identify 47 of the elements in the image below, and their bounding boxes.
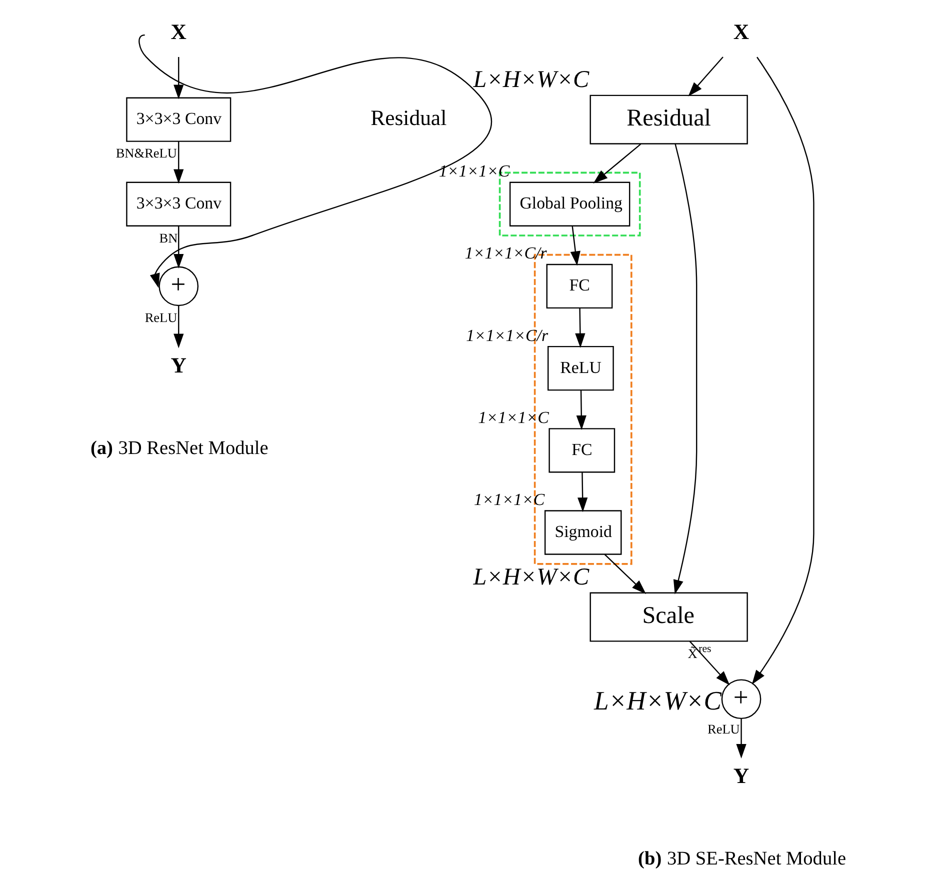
- arrow: [138, 34, 491, 288]
- label: (a) 3D ResNet Module: [90, 438, 268, 459]
- node-label: L×H×W×C: [593, 686, 721, 716]
- edge-label: ReLU: [144, 310, 177, 326]
- arrow: [574, 308, 585, 348]
- arrow: [570, 226, 580, 266]
- node-label: L×H×W×C: [472, 563, 589, 590]
- arrow: [173, 57, 184, 100]
- arrow: [604, 554, 646, 594]
- node-label: 1×1×1×C: [438, 162, 510, 181]
- arrow: [672, 144, 697, 594]
- node-circle: +: [720, 679, 761, 720]
- node-text: X: [732, 20, 749, 44]
- arrow: [576, 390, 586, 430]
- node-box: FC: [546, 264, 612, 309]
- node-box: Global Pooling: [508, 182, 630, 226]
- arrow: [173, 142, 184, 184]
- arrow: [173, 226, 184, 268]
- node-box: Residual: [589, 94, 748, 144]
- node-box: FC: [548, 428, 615, 473]
- node-label: 1×1×1×C: [473, 490, 544, 509]
- node-label: L×H×W×C: [472, 66, 589, 93]
- arrow: [688, 56, 723, 96]
- node-text: X: [170, 20, 186, 44]
- label: (b) 3D SE-ResNet Module: [638, 848, 846, 870]
- node-box: 3×3×3 Conv: [126, 97, 231, 142]
- node-box: ReLU: [547, 346, 614, 391]
- node-label: 1×1×1×C: [478, 408, 548, 427]
- arrow: [577, 472, 588, 512]
- node-circle: +: [158, 266, 198, 306]
- node-label: 1×1×1×C/r: [464, 244, 546, 263]
- edge-label: BN: [158, 230, 178, 246]
- node-box: 3×3×3 Conv: [126, 182, 231, 226]
- arrow: [736, 718, 746, 759]
- node-text: Y: [732, 764, 749, 788]
- arrow: [173, 306, 184, 348]
- node-label: 1×1×1×C/r: [465, 326, 548, 345]
- node-box: Scale: [589, 592, 748, 642]
- arrow: [751, 56, 814, 685]
- arrow: [688, 640, 730, 686]
- node-box: Sigmoid: [544, 510, 622, 555]
- edge-label: X̃$^{res}$: [687, 642, 711, 661]
- node-text: Y: [170, 353, 186, 378]
- edge-label: ReLU: [706, 722, 740, 737]
- edge-label: BN&ReLU: [115, 146, 177, 161]
- label: Residual: [370, 106, 446, 130]
- arrow: [592, 144, 641, 184]
